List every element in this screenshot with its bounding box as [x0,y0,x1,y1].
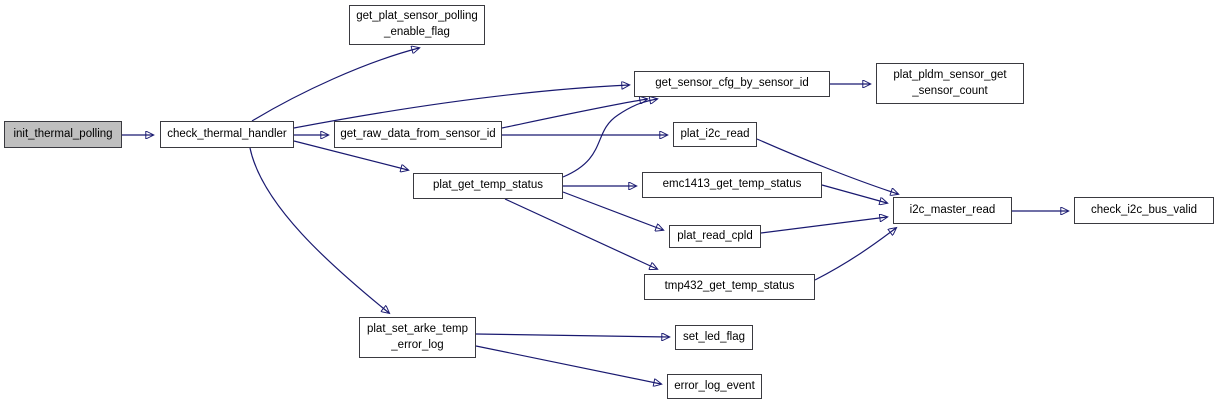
node-i2c-master-read[interactable]: i2c_master_read [893,197,1012,224]
node-init-thermal-polling: init_thermal_polling [4,121,122,148]
node-get-raw-data-from-sensor-id[interactable]: get_raw_data_from_sensor_id [334,121,502,148]
node-plat-pldm-sensor-get-sensor-count[interactable]: plat_pldm_sensor_get _sensor_count [876,63,1024,104]
edge-arke-to-error-log-event [475,345,661,384]
edge-temp-status-to-tmp432 [504,198,657,269]
node-plat-i2c-read[interactable]: plat_i2c_read [673,122,757,147]
edge-arke-to-set-led-flag [475,334,669,337]
node-plat-read-cpld[interactable]: plat_read_cpld [669,225,761,248]
edge-raw-data-to-sensor-cfg [501,99,647,129]
node-emc1413-get-temp-status[interactable]: emc1413_get_temp_status [642,172,822,198]
edge-read-cpld-to-i2c-master [760,217,887,234]
edge-check-to-temp-status [293,140,408,170]
edge-plat-i2c-read-to-i2c-master [756,138,898,194]
edge-temp-status-to-read-cpld [562,191,663,230]
edge-emc1413-to-i2c-master [821,184,887,203]
node-set-led-flag[interactable]: set_led_flag [675,325,753,350]
edge-temp-status-to-sensor-cfg [562,99,657,178]
node-plat-set-arke-temp-error-log[interactable]: plat_set_arke_temp _error_log [359,317,476,358]
edge-tmp432-to-i2c-master [814,228,896,281]
node-get-sensor-cfg-by-sensor-id[interactable]: get_sensor_cfg_by_sensor_id [634,71,830,97]
node-check-thermal-handler[interactable]: check_thermal_handler [160,121,294,148]
node-check-i2c-bus-valid[interactable]: check_i2c_bus_valid [1074,197,1214,224]
node-get-plat-sensor-polling-enable-flag[interactable]: get_plat_sensor_polling _enable_flag [349,5,485,45]
node-error-log-event[interactable]: error_log_event [667,374,762,399]
edge-check-to-sensor-cfg [293,85,629,129]
node-plat-get-temp-status[interactable]: plat_get_temp_status [413,173,563,199]
edge-check-to-enable-flag [251,48,419,122]
edge-check-to-arke-error-log [249,147,389,313]
node-tmp432-get-temp-status[interactable]: tmp432_get_temp_status [644,274,815,300]
